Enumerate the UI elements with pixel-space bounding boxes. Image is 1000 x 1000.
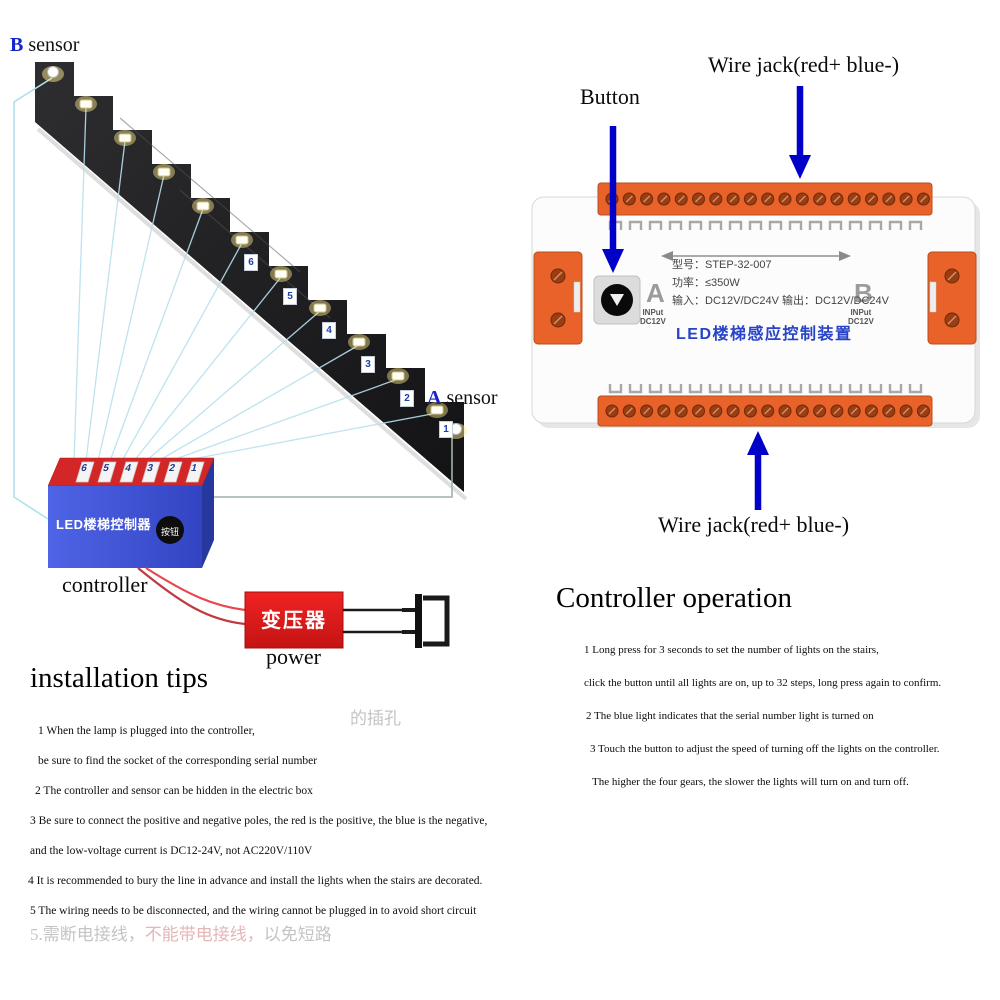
- a-sensor-wire: [205, 434, 453, 498]
- step-light-wires: [73, 106, 438, 462]
- tips-heading: installation tips: [30, 662, 209, 694]
- side-block-right: [927, 251, 977, 345]
- tip-line: 4 It is recommended to bury the line in …: [28, 875, 483, 887]
- power-box: [244, 591, 344, 649]
- step-tag: 5: [283, 288, 297, 305]
- wire-jack-bottom-caption: Wire jack(red+ blue-): [658, 512, 850, 537]
- controller-button-icon: [156, 516, 184, 544]
- controller-button-text: 按钮: [160, 527, 179, 537]
- step-tag: 3: [361, 356, 375, 373]
- socket-number: 4: [123, 463, 133, 474]
- device-button-triangle-icon: [610, 294, 624, 306]
- staircase-shape: [35, 62, 464, 492]
- socket-number: 5: [101, 463, 111, 474]
- b-sensor-label: B sensor: [10, 34, 79, 57]
- operation-line: click the button until all lights are on…: [584, 677, 942, 689]
- voltage-word: DC12V: [848, 317, 874, 326]
- operation-line: 1 Long press for 3 seconds to set the nu…: [584, 644, 879, 656]
- socket-number: 1: [189, 463, 199, 474]
- device-watts: 功率：≤350W: [672, 277, 740, 289]
- b-sensor-wire: [13, 77, 53, 520]
- b-sensor-letter: B: [10, 34, 24, 56]
- ghost-text-bottom: 5.需断电接线，不能带电接线，以免短路: [30, 920, 332, 945]
- step-lights: [75, 96, 448, 418]
- tips-list: 1 When the lamp is plugged into the cont…: [28, 716, 487, 926]
- operation-list: 1 Long press for 3 seconds to set the nu…: [584, 634, 941, 799]
- sensor-bulb-b-icon: [42, 66, 64, 82]
- tip-line: 2 The controller and sensor can be hidde…: [35, 785, 313, 797]
- input-word: INPut: [642, 308, 664, 317]
- ghost-seg: 以免短路: [263, 925, 332, 944]
- input-word: INPut: [850, 308, 872, 317]
- device-title: LED楼梯感应控制装置: [676, 326, 853, 343]
- step-tag: 1: [439, 421, 453, 438]
- bottom-wire-clamps: [608, 384, 923, 394]
- power-wires: [137, 567, 246, 626]
- operation-line: 2 The blue light indicates that the seri…: [586, 710, 874, 722]
- controller-box: [47, 457, 215, 568]
- tip-line: and the low-voltage current is DC12-24V,…: [30, 845, 313, 857]
- operation-heading: Controller operation: [556, 582, 792, 614]
- power-caption: power: [266, 644, 321, 669]
- ghost-seg: 5.需断电接线，: [30, 925, 145, 944]
- controller-sockets: [75, 461, 205, 483]
- socket-number: 2: [167, 463, 177, 474]
- wire-jack-top-caption: Wire jack(red+ blue-): [708, 52, 900, 77]
- socket-number: 6: [79, 463, 89, 474]
- tip-line: 3 Be sure to connect the positive and ne…: [30, 815, 488, 827]
- step-tag: 2: [400, 390, 414, 407]
- side-block-left: [533, 251, 583, 345]
- operation-line: 3 Touch the button to adjust the speed o…: [590, 743, 940, 755]
- top-wire-clamps: [608, 220, 923, 230]
- a-sensor-letter: A: [427, 387, 442, 409]
- b-sensor-word: sensor: [23, 34, 80, 56]
- device-model: 型号：STEP-32-007: [672, 259, 772, 271]
- side-screws: [550, 268, 960, 328]
- ghost-seg: 不能带电接线，: [144, 925, 264, 944]
- power-box-text: 变压器: [261, 610, 327, 632]
- voltage-word: DC12V: [640, 317, 666, 326]
- controller-device: [531, 182, 980, 428]
- a-sensor-word: sensor: [441, 387, 498, 409]
- operation-line: The higher the four gears, the slower th…: [592, 776, 909, 788]
- step-tag: 6: [244, 254, 258, 271]
- device-a-input: INPut DC12V: [640, 308, 666, 326]
- controller-front-text: LED楼梯控制器: [56, 517, 152, 532]
- plug-icon: [343, 594, 450, 648]
- step-tag: 4: [322, 322, 336, 339]
- tip-line: 1 When the lamp is plugged into the cont…: [38, 725, 255, 737]
- tip-line: 5 The wiring needs to be disconnected, a…: [30, 905, 477, 917]
- device-b-input: INPut DC12V: [848, 308, 874, 326]
- tip-line: be sure to find the socket of the corres…: [38, 755, 318, 767]
- device-io: 输入：DC12V/DC24V 输出：DC12V/DC24V: [672, 295, 890, 307]
- button-caption: Button: [580, 84, 640, 109]
- controller-caption: controller: [62, 572, 148, 597]
- device-b-letter: B: [854, 278, 873, 308]
- a-sensor-label: A sensor: [427, 387, 498, 410]
- device-a-letter: A: [646, 278, 665, 308]
- bottom-screws: [605, 404, 930, 418]
- socket-number: 3: [145, 463, 155, 474]
- ghost-text-top: 的插孔: [350, 709, 401, 728]
